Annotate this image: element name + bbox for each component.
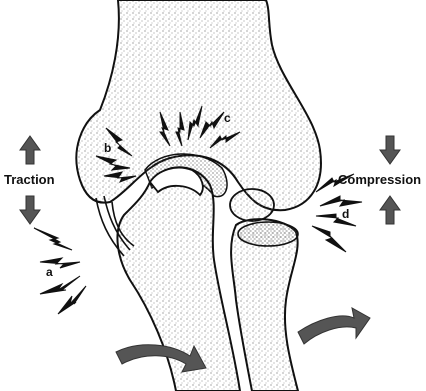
arrow-down-icon	[380, 136, 400, 164]
label-a: a	[46, 265, 53, 279]
arrow-up-icon	[380, 196, 400, 224]
arrow-up-icon	[20, 136, 40, 164]
traction-label: Traction	[4, 172, 55, 187]
label-d: d	[342, 207, 349, 221]
capitulum	[230, 189, 274, 221]
label-b: b	[104, 141, 111, 155]
compression-label: Compression	[338, 172, 421, 187]
label-c: c	[224, 111, 231, 125]
radial-head	[238, 222, 298, 246]
arrow-down-icon	[20, 196, 40, 224]
rotation-arrow-left	[116, 345, 206, 372]
rotation-arrow-right	[298, 308, 370, 344]
